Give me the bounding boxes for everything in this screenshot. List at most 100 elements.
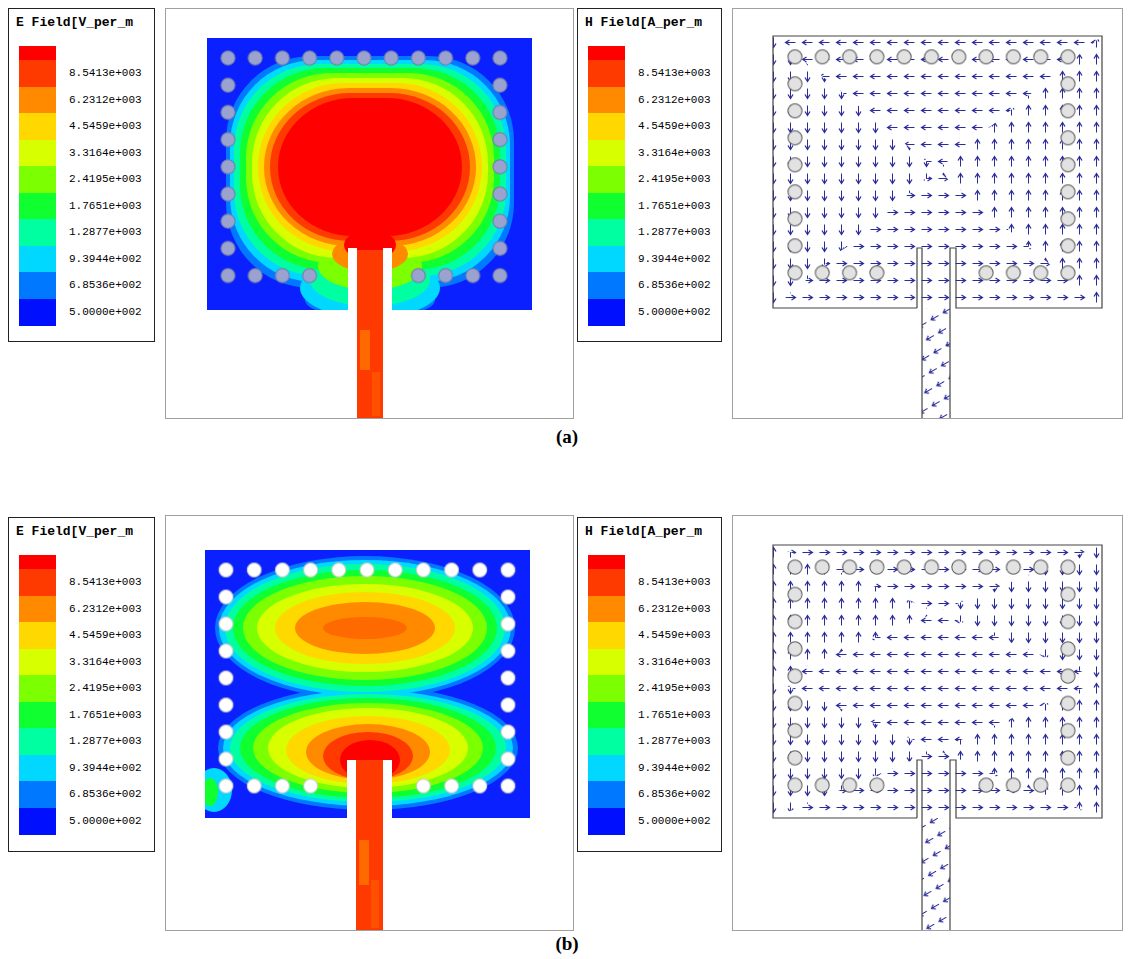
legend-swatch xyxy=(19,675,56,702)
legend-swatch xyxy=(588,219,625,246)
legend-value: 6.8536e+002 xyxy=(638,278,711,292)
subfigure-label: (b) xyxy=(555,933,578,955)
legend-swatch xyxy=(588,246,625,273)
legend-value: 6.2312e+003 xyxy=(638,602,711,616)
legend-swatch xyxy=(588,649,625,676)
legend-value: 1.2877e+003 xyxy=(638,734,711,748)
legend-value: 1.2877e+003 xyxy=(69,225,142,239)
legend-swatch xyxy=(588,596,625,623)
legend-value: 6.2312e+003 xyxy=(69,602,142,616)
legend-value: 5.0000e+002 xyxy=(638,305,711,319)
legend-swatch xyxy=(19,193,56,220)
legend-value: 9.3944e+002 xyxy=(69,252,142,266)
color-legend-box: E Field[V_per_m 8.5413e+003 6.2312e+003 4.5… xyxy=(8,8,155,342)
legend-value: 3.3164e+003 xyxy=(69,655,142,669)
legend-value: 5.0000e+002 xyxy=(69,814,142,828)
subfigure-label: (a) xyxy=(556,426,578,448)
legend-value: 6.8536e+002 xyxy=(638,787,711,801)
legend-swatch xyxy=(588,728,625,755)
legend-value: 8.5413e+003 xyxy=(638,575,711,589)
legend-swatch xyxy=(19,702,56,729)
legend-value: 1.7651e+003 xyxy=(69,708,142,722)
legend-value: 5.0000e+002 xyxy=(638,814,711,828)
legend-value: 2.4195e+003 xyxy=(638,172,711,186)
color-bar-cap xyxy=(588,46,625,60)
legend-value: 3.3164e+003 xyxy=(69,146,142,160)
legend-swatch xyxy=(19,299,56,326)
e-field-plot xyxy=(166,9,574,419)
legend-swatch xyxy=(19,87,56,114)
legend-title: H Field[A_per_m xyxy=(585,524,702,540)
legend-swatch xyxy=(19,781,56,808)
legend-value: 9.3944e+002 xyxy=(638,761,711,775)
legend-title: E Field[V_per_m xyxy=(16,524,133,540)
color-legend-box: H Field[A_per_m 8.5413e+003 6.2312e+003 4.5… xyxy=(577,517,722,852)
legend-value: 3.3164e+003 xyxy=(638,146,711,160)
legend-value: 5.0000e+002 xyxy=(69,305,142,319)
legend-swatch xyxy=(588,87,625,114)
legend-swatch xyxy=(588,166,625,193)
legend-swatch xyxy=(588,113,625,140)
legend-value: 2.4195e+003 xyxy=(69,681,142,695)
legend-swatch xyxy=(588,299,625,326)
legend-swatch xyxy=(19,808,56,835)
legend-swatch xyxy=(19,728,56,755)
legend-swatch xyxy=(19,60,56,87)
legend-swatch xyxy=(588,193,625,220)
legend-value: 4.5459e+003 xyxy=(638,119,711,133)
legend-swatch xyxy=(588,675,625,702)
legend-swatch xyxy=(19,246,56,273)
legend-value: 4.5459e+003 xyxy=(638,628,711,642)
legend-value: 6.8536e+002 xyxy=(69,278,142,292)
h-field-vector-plot xyxy=(733,516,1123,931)
legend-value: 1.7651e+003 xyxy=(638,199,711,213)
legend-value: 8.5413e+003 xyxy=(638,66,711,80)
legend-value: 3.3164e+003 xyxy=(638,655,711,669)
legend-value: 4.5459e+003 xyxy=(69,628,142,642)
legend-swatch xyxy=(19,649,56,676)
legend-swatch xyxy=(19,272,56,299)
color-bar-cap xyxy=(19,555,56,569)
color-legend-box: E Field[V_per_m 8.5413e+003 6.2312e+003 4.5… xyxy=(8,517,155,852)
legend-swatch xyxy=(588,808,625,835)
legend-swatch xyxy=(588,569,625,596)
legend-swatch xyxy=(588,272,625,299)
legend-swatch xyxy=(588,140,625,167)
legend-value: 9.3944e+002 xyxy=(638,252,711,266)
legend-value: 8.5413e+003 xyxy=(69,575,142,589)
color-bar-cap xyxy=(19,46,56,60)
color-bar-cap xyxy=(588,555,625,569)
legend-title: H Field[A_per_m xyxy=(585,15,702,31)
legend-swatch xyxy=(588,702,625,729)
legend-value: 1.7651e+003 xyxy=(638,708,711,722)
legend-value: 4.5459e+003 xyxy=(69,119,142,133)
legend-swatch xyxy=(19,596,56,623)
legend-swatch xyxy=(588,755,625,782)
legend-value: 6.2312e+003 xyxy=(638,93,711,107)
legend-title: E Field[V_per_m xyxy=(16,15,133,31)
h-field-vector-plot xyxy=(733,9,1123,419)
e-field-plot xyxy=(166,516,574,931)
legend-swatch xyxy=(19,755,56,782)
legend-value: 2.4195e+003 xyxy=(69,172,142,186)
legend-swatch xyxy=(19,113,56,140)
legend-swatch xyxy=(19,140,56,167)
legend-swatch xyxy=(588,622,625,649)
legend-value: 1.2877e+003 xyxy=(638,225,711,239)
legend-swatch xyxy=(19,569,56,596)
legend-value: 8.5413e+003 xyxy=(69,66,142,80)
legend-value: 9.3944e+002 xyxy=(69,761,142,775)
legend-value: 6.8536e+002 xyxy=(69,787,142,801)
legend-value: 2.4195e+003 xyxy=(638,681,711,695)
legend-swatch xyxy=(19,622,56,649)
legend-value: 1.7651e+003 xyxy=(69,199,142,213)
legend-swatch xyxy=(19,166,56,193)
color-legend-box: H Field[A_per_m 8.5413e+003 6.2312e+003 4.5… xyxy=(577,8,722,342)
legend-swatch xyxy=(588,781,625,808)
legend-value: 1.2877e+003 xyxy=(69,734,142,748)
legend-swatch xyxy=(19,219,56,246)
legend-value: 6.2312e+003 xyxy=(69,93,142,107)
